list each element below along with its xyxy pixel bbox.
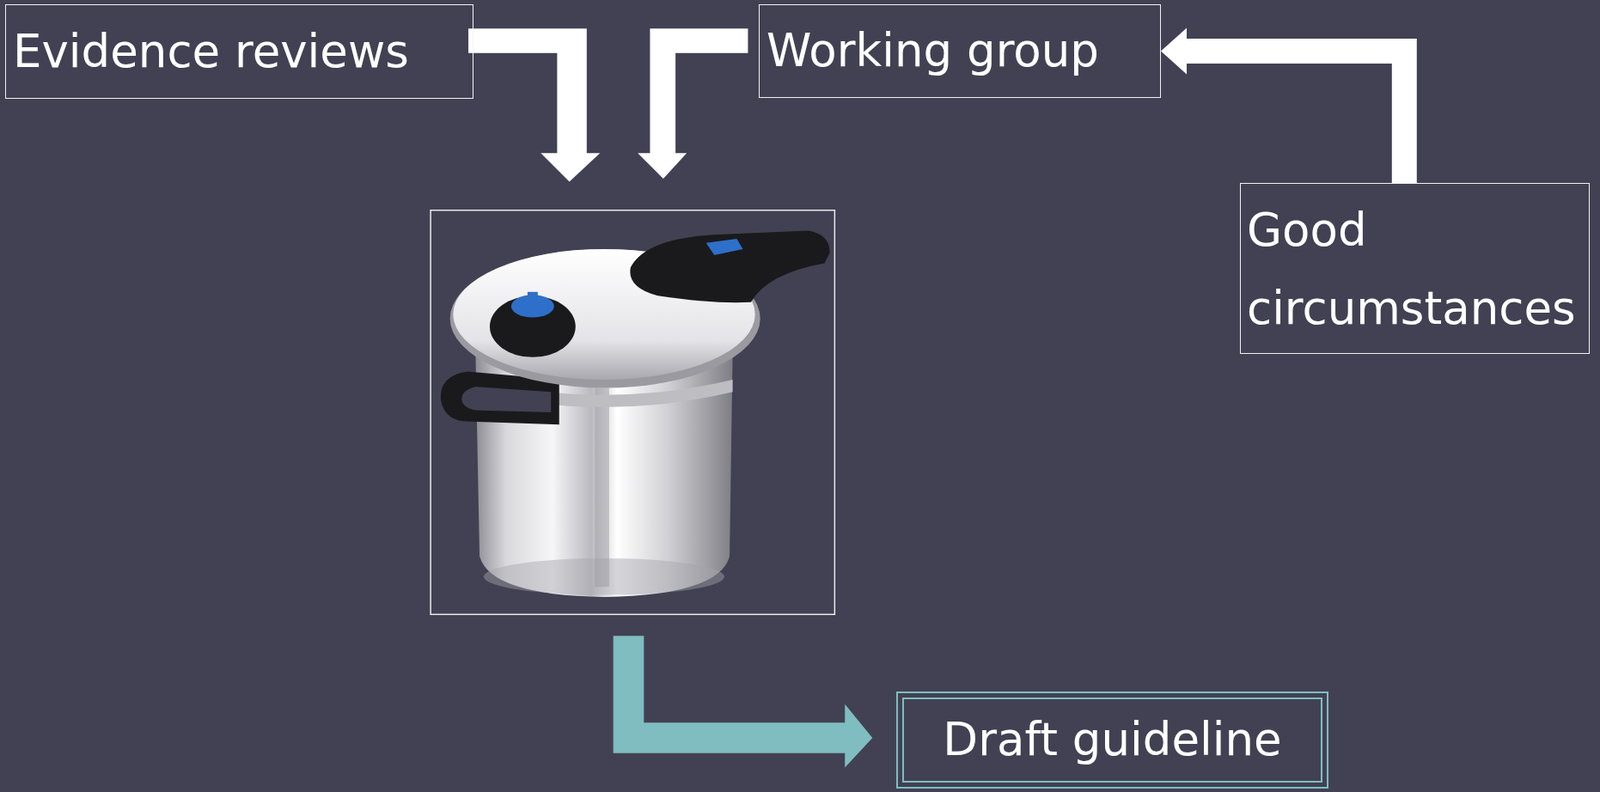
text-group: Evidence reviews	[12, 25, 410, 79]
node-label: Evidence reviews	[12, 25, 410, 79]
source-box: Evidence reviews	[5, 4, 474, 99]
input-arrow	[637, 28, 748, 179]
connector-arrow	[1160, 28, 1405, 184]
node-label: Good circumstances	[1246, 190, 1589, 348]
lid-handle	[629, 231, 830, 304]
text-group: Working group	[766, 24, 1100, 78]
valve-tab	[527, 292, 538, 307]
text-group: Draft guideline	[942, 714, 1282, 767]
input-arrow	[468, 28, 600, 182]
output-arrow	[613, 635, 874, 768]
output-box: Draft guideline	[896, 691, 1329, 789]
text-group: Good circumstances	[1246, 190, 1589, 348]
condition-box: Good circumstances	[1239, 183, 1590, 355]
arrow-head	[1160, 28, 1187, 75]
pot-highlight	[594, 387, 610, 587]
group-box: Working group	[758, 4, 1161, 98]
handle-gap	[461, 386, 551, 413]
connector-line	[1184, 51, 1405, 184]
lock-button	[706, 238, 744, 256]
node-label: Working group	[766, 24, 1100, 78]
image-frame	[430, 210, 835, 616]
node-label: Draft guideline	[942, 714, 1282, 767]
